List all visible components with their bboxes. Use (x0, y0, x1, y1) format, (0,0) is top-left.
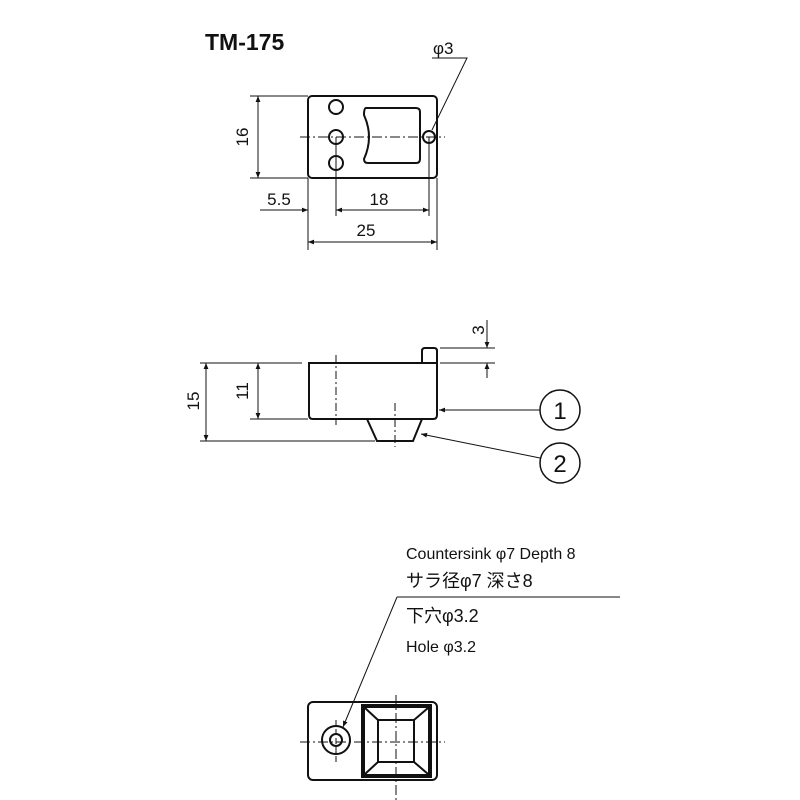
callout-1-label: 1 (553, 398, 566, 425)
note-hole-jp: 下穴φ3.2 (406, 606, 479, 626)
note-hole-en: Hole φ3.2 (406, 639, 476, 656)
callout-2-label: 2 (553, 451, 566, 478)
note-countersink-jp: サラ径φ7 深さ8 (406, 571, 533, 591)
dim-phi3-label: φ3 (433, 39, 453, 58)
bottom-view (300, 596, 620, 800)
part-number-title: TM-175 (205, 29, 284, 55)
callout-2-circle (539, 442, 581, 484)
window-cutout (362, 107, 421, 164)
dim-25-label: 25 (357, 221, 376, 240)
mount-hole (328, 99, 344, 115)
dim-3-label: 3 (469, 325, 488, 334)
dim-5.5-label: 5.5 (267, 190, 291, 209)
dim-11-label: 11 (233, 382, 252, 400)
callout-2-leader (420, 432, 541, 459)
note-countersink-en: Countersink φ7 Depth 8 (406, 546, 576, 563)
dim-16-label: 16 (233, 128, 252, 147)
note-leader (342, 596, 398, 728)
dim-15-label: 15 (184, 392, 203, 411)
top-view (250, 57, 468, 250)
side-body-outline (308, 362, 438, 420)
dim-18-label: 18 (370, 190, 389, 209)
side-view (200, 320, 581, 484)
phi3-leader (431, 57, 468, 131)
bottom-body-outline (307, 701, 438, 781)
pin-outline (421, 347, 438, 363)
